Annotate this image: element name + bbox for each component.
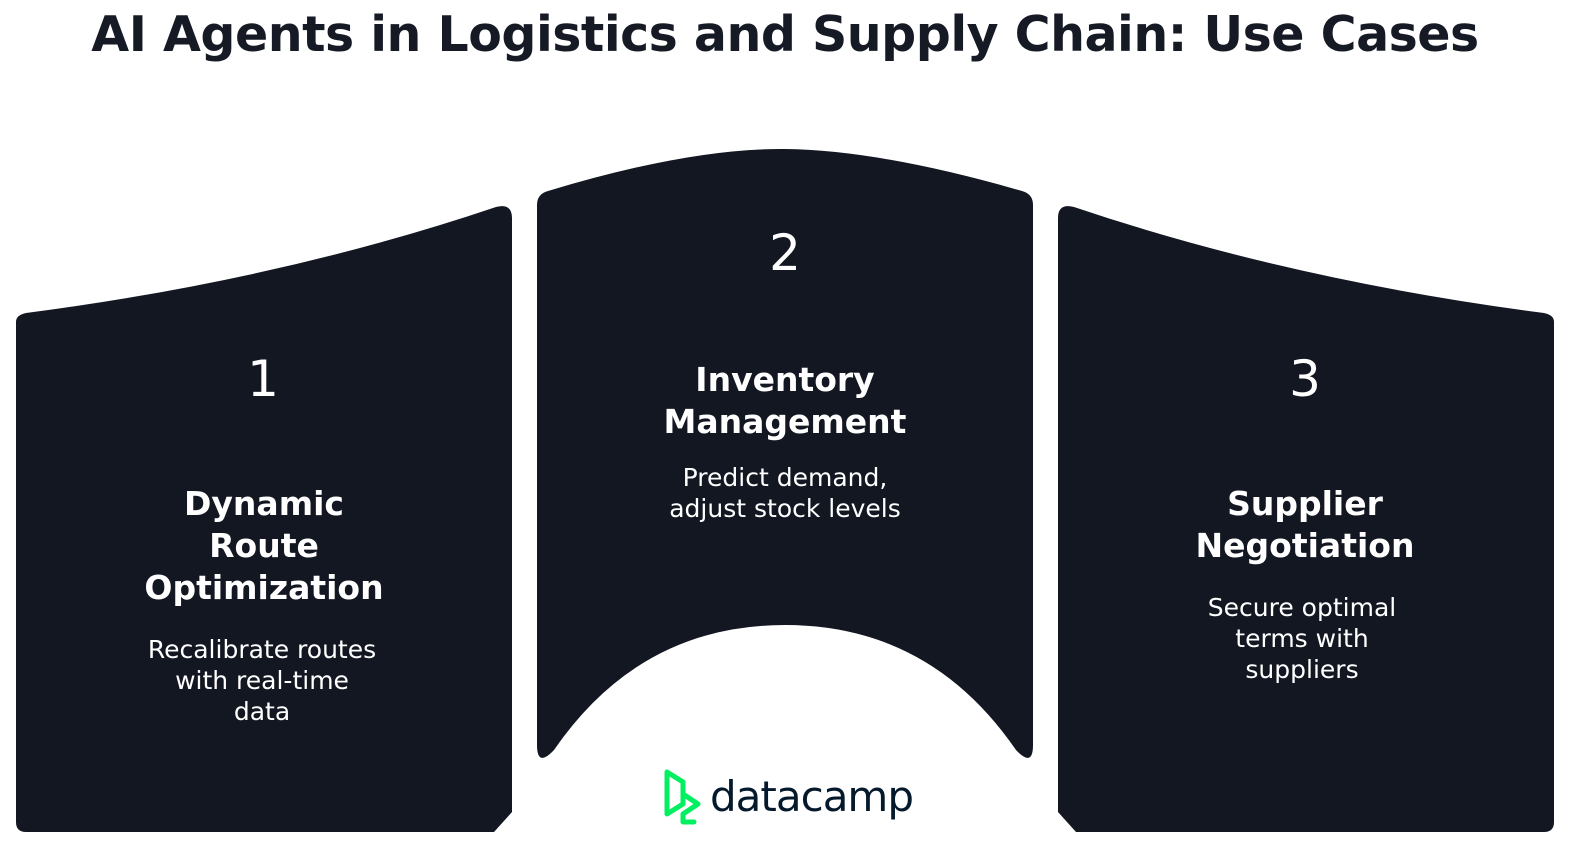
card-1-title-line: Optimization <box>144 568 384 607</box>
card-1-desc-line: data <box>233 697 291 726</box>
datacamp-logo-icon <box>664 769 701 825</box>
card-3-shape <box>1058 206 1554 832</box>
card-3-title: Supplier Negotiation <box>1155 483 1455 567</box>
card-1-title-line: Route <box>209 526 319 565</box>
card-2-desc-line: Predict demand, <box>682 463 888 492</box>
card-3-number: 3 <box>1289 350 1321 408</box>
card-3-title-line: Supplier <box>1227 484 1383 523</box>
card-3-title-line: Negotiation <box>1195 526 1415 565</box>
card-2-title-line: Inventory <box>695 360 875 399</box>
card-3-desc-line: terms with <box>1235 624 1369 653</box>
card-2-shape <box>537 148 1033 758</box>
card-3-desc-line: suppliers <box>1245 655 1359 684</box>
card-3-desc-line: Secure optimal <box>1207 593 1397 622</box>
datacamp-logo-text: datacamp <box>710 772 914 821</box>
card-2-desc-line: adjust stock levels <box>669 494 901 523</box>
card-2-title-line: Management <box>663 402 907 441</box>
card-1-desc-line: Recalibrate routes <box>147 635 377 664</box>
card-3-description: Secure optimal terms with suppliers <box>1152 592 1452 685</box>
card-2-description: Predict demand, adjust stock levels <box>635 462 935 524</box>
card-1-number: 1 <box>247 350 279 408</box>
card-1-desc-line: with real-time <box>175 666 349 695</box>
card-1-description: Recalibrate routes with real-time data <box>112 634 412 727</box>
card-1-shape <box>16 206 512 832</box>
card-1-title-line: Dynamic <box>184 484 344 523</box>
card-2-number: 2 <box>769 224 801 282</box>
page-title: AI Agents in Logistics and Supply Chain:… <box>91 6 1479 63</box>
card-2-title: Inventory Management <box>635 359 935 443</box>
card-1-title: Dynamic Route Optimization <box>114 483 414 609</box>
